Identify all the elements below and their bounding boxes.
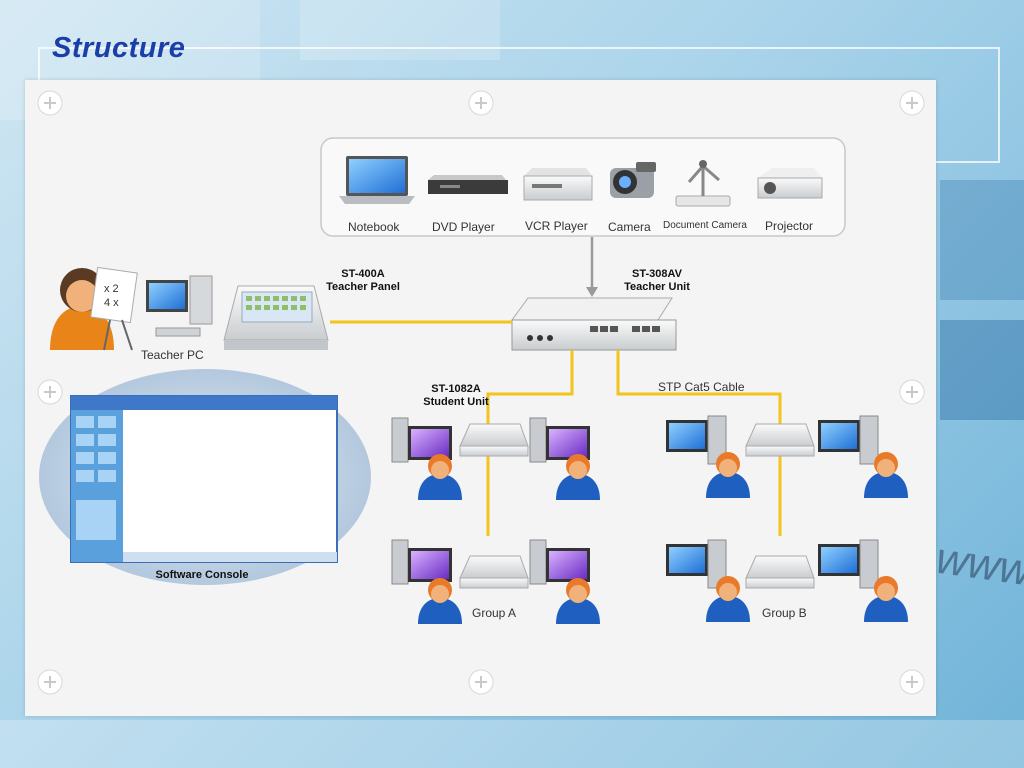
device-label-vcr-player: VCR Player [525,219,588,233]
vcr-player-icon [523,168,593,201]
teacher-panel-label: ST-400A Teacher Panel [318,268,408,294]
group-b-label: Group B [762,606,807,620]
svg-text:x 2: x 2 [104,283,119,295]
device-label-camera: Camera [608,220,651,234]
group-a-student-stations [391,417,600,624]
student-unit-label: ST-1082A Student Unit [414,383,498,409]
student-unit-name: Student Unit [423,396,489,408]
device-label-notebook: Notebook [348,220,400,234]
plus-decor-icon [37,90,925,695]
notebook-icon [339,156,415,204]
device-label-dvd-player: DVD Player [432,220,495,234]
group-a-label: Group A [472,606,517,620]
projector-icon [757,168,823,199]
student-unit-model: ST-1082A [431,383,481,395]
teacher-unit-label: ST-308AV Teacher Unit [612,268,702,294]
device-label-projector: Projector [765,219,814,233]
group-b-student-stations [666,415,908,622]
software-console-label: Software Console [155,569,249,581]
teacher-unit-device [511,297,677,351]
teacher-pc-icon [146,275,213,337]
stp-cable-label: STP Cat5 Cable [658,380,745,394]
teacher-unit-model: ST-308AV [632,268,682,280]
svg-text:4 x: 4 x [104,297,119,309]
teacher-avatar-icon: x 2 4 x [50,266,138,351]
teacher-unit-name: Teacher Unit [624,281,690,293]
software-console-window [70,395,338,563]
student-unit-hub [459,423,815,589]
slide-title: Structure [52,32,186,64]
teacher-pc-label: Teacher PC [141,348,204,362]
dvd-player-icon [428,175,508,194]
teacher-panel-model: ST-400A [341,268,385,280]
camera-icon [610,162,656,198]
teacher-panel-device [223,285,329,350]
device-label-document-camera: Document Camera [663,220,747,231]
teacher-panel-name: Teacher Panel [326,281,400,293]
document-camera-icon [675,160,731,207]
